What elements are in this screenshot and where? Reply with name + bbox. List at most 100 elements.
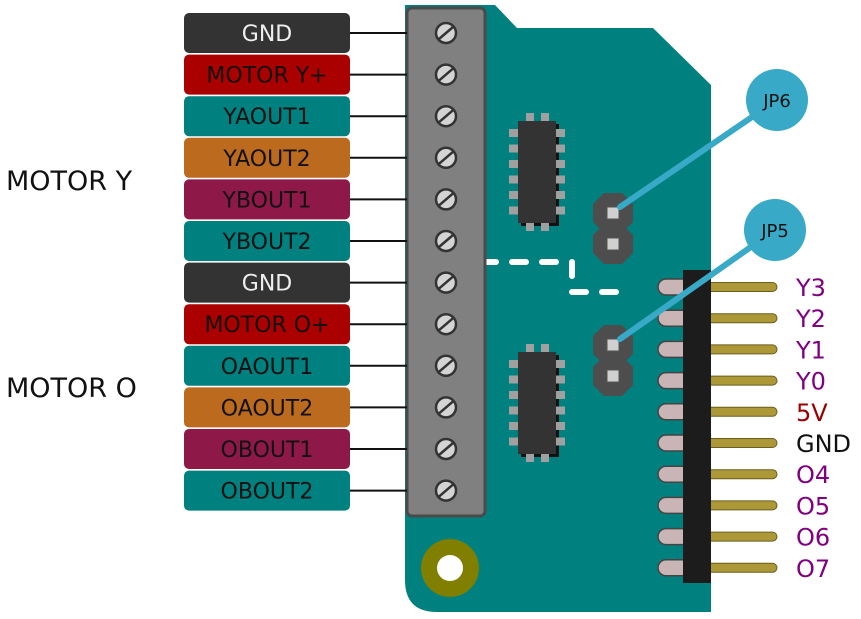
screw-icon <box>434 479 458 502</box>
header-pin-label: O4 <box>796 461 830 489</box>
ic-pin <box>509 175 518 184</box>
header-pin-label: Y3 <box>795 274 826 302</box>
header-pin-leg <box>704 375 778 386</box>
motor-y-label: MOTOR Y <box>6 166 133 197</box>
ic-pin <box>556 406 565 415</box>
terminal-label: MOTOR Y+ <box>184 54 350 95</box>
ic-pin <box>556 437 565 446</box>
callout-line <box>617 97 780 210</box>
terminal-label-bg <box>184 221 350 261</box>
ic-pin <box>509 144 518 153</box>
screw-icon <box>434 63 458 86</box>
ic-pin <box>526 113 534 121</box>
ic-pin <box>509 206 518 215</box>
pin-header <box>657 270 778 583</box>
ic-pin <box>556 391 565 399</box>
callout-label: JP5 <box>760 221 789 242</box>
jumper-pin <box>606 338 620 352</box>
header-pin-label: O7 <box>796 555 830 583</box>
ic-pin <box>509 437 518 446</box>
screw-icon <box>434 271 458 294</box>
header-pin-label: 5V <box>796 399 828 427</box>
terminal-label: GND <box>184 262 350 303</box>
screw-icon <box>434 21 458 45</box>
terminal-label-text: OBOUT2 <box>221 480 314 505</box>
ic-chip-lower <box>509 344 565 462</box>
terminal-label-bg <box>184 470 350 511</box>
ic-pin <box>541 454 549 462</box>
header-pin <box>657 371 778 390</box>
header-pin <box>657 434 778 452</box>
ic-pin <box>556 360 565 368</box>
callout-jp5: JP5 <box>617 199 806 342</box>
screw-icon <box>434 104 458 128</box>
ic-pin <box>526 344 534 352</box>
screw-icon <box>434 354 458 378</box>
header-body <box>683 270 711 583</box>
terminal-label: YBOUT2 <box>184 221 350 261</box>
terminal-label-bg <box>184 387 350 428</box>
terminal-label: OBOUT1 <box>184 429 350 469</box>
terminal-label-text: YBOUT2 <box>222 230 312 255</box>
ic-pin <box>509 360 518 368</box>
terminal-label-text: GND <box>242 22 292 47</box>
header-pin-leg <box>704 282 778 292</box>
screw-icon <box>434 188 458 211</box>
terminal-label-text: MOTOR O+ <box>204 313 329 338</box>
terminal-label-bg <box>184 429 350 469</box>
screw-icon <box>434 312 458 336</box>
terminal-label-bg <box>184 262 350 303</box>
callout-line <box>617 227 778 342</box>
terminal-label: OBOUT2 <box>184 470 350 511</box>
terminal-label: YBOUT1 <box>184 179 350 220</box>
terminal-label: GND <box>184 13 350 53</box>
header-pin <box>657 278 778 296</box>
header-pin-leg <box>704 562 778 573</box>
ic-pin <box>556 191 565 199</box>
ic-pin <box>526 223 534 231</box>
motor-o-label: MOTOR O <box>6 373 137 404</box>
terminal-label-text: GND <box>242 272 292 297</box>
header-pin-leg <box>704 500 778 511</box>
terminal-label-text: YAOUT2 <box>222 147 310 172</box>
terminal-label-text: OAOUT1 <box>221 355 313 380</box>
ic-pin <box>541 344 549 352</box>
terminal-label-text: MOTOR Y+ <box>206 64 327 89</box>
jumper-pin <box>606 369 620 383</box>
ic-pin <box>509 391 518 399</box>
ic-pin <box>556 375 565 384</box>
header-pin-leg <box>704 406 778 417</box>
terminal-label-bg <box>184 137 350 178</box>
terminal-block <box>405 6 487 518</box>
terminal-label: YAOUT2 <box>184 137 350 178</box>
header-pin <box>657 559 778 577</box>
dashed-divider <box>449 259 625 295</box>
terminal-label: OAOUT2 <box>184 387 350 428</box>
header-pin-leg <box>704 531 778 542</box>
ic-pin <box>556 160 565 168</box>
terminal-label-bg <box>184 179 350 220</box>
header-pin-label: Y2 <box>795 305 826 333</box>
header-pin-label: Y1 <box>795 336 826 364</box>
header-pin-label: GND <box>796 430 851 458</box>
header-pin <box>657 527 778 546</box>
ic-pin <box>556 144 565 153</box>
ic-pin <box>541 223 549 231</box>
terminal-label: MOTOR O+ <box>184 304 350 345</box>
callout-bubble <box>744 199 806 261</box>
terminal-label-bg <box>184 13 350 53</box>
ic-chip-upper <box>509 113 565 231</box>
screw-icon <box>434 396 458 419</box>
ic-pin <box>556 422 565 430</box>
terminal-label-text: YBOUT1 <box>222 188 312 213</box>
terminal-label-text: OAOUT2 <box>221 396 313 421</box>
header-pin <box>657 309 778 327</box>
terminal-label-bg <box>184 304 350 345</box>
ic-pin <box>556 175 565 184</box>
ic-pin <box>509 406 518 415</box>
terminal-label: OAOUT1 <box>184 345 350 386</box>
ic-pin <box>526 454 534 462</box>
screw-icon <box>434 437 458 461</box>
ic-pin <box>509 129 518 137</box>
